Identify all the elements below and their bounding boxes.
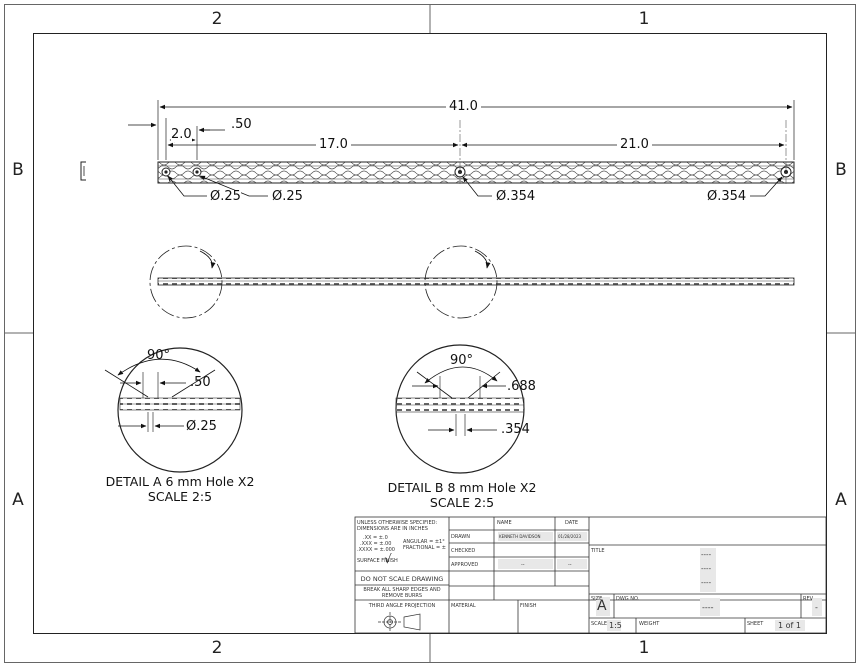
- tb-break-edges-1: BREAK ALL SHARP EDGES AND: [363, 587, 441, 593]
- zone-label-bottom-1: 1: [638, 638, 650, 658]
- tb-approved-name: --: [521, 562, 525, 568]
- tb-angular: ANGULAR = ±1°: [403, 539, 445, 545]
- tb-tol-3: .XXXX = ±.000: [357, 547, 395, 553]
- detail-a-angle: 90°: [147, 348, 171, 363]
- projection-symbol: [378, 612, 421, 632]
- zone-label-top-1: 1: [638, 9, 650, 29]
- detail-b-diameter: .354: [501, 422, 530, 437]
- tb-tol-1: .XX = ±.0: [363, 535, 388, 541]
- detail-a-caption: DETAIL A 6 mm Hole X2 SCALE 2:5: [90, 474, 270, 504]
- dim-overall-length: 41.0: [446, 100, 481, 114]
- tb-rev-label: REV: [803, 596, 814, 602]
- tb-approved-date: --: [568, 562, 572, 568]
- dim-end-offset: .50: [231, 117, 252, 132]
- detail-b-caption-scale: SCALE 2:5: [429, 495, 495, 510]
- detail-b-depth: .688: [507, 379, 536, 394]
- tb-weight-label: WEIGHT: [639, 621, 660, 627]
- inner-border: [33, 33, 827, 634]
- tb-scale-value: 1:5: [609, 621, 622, 630]
- detail-b-view: [395, 344, 525, 474]
- tb-hdr-date: DATE: [565, 520, 579, 526]
- tb-tol-2: .XXX = ±.00: [360, 541, 392, 547]
- tb-third-angle: THIRD ANGLE PROJECTION: [368, 603, 436, 609]
- tb-finish-mark: √: [384, 552, 392, 566]
- tb-title-line3: ----: [701, 579, 712, 587]
- title-block-value-fields: [498, 532, 822, 631]
- tb-approved: APPROVED: [451, 562, 479, 568]
- zone-label-left-b: B: [12, 160, 24, 180]
- tb-unless-note-2: DIMENSIONS ARE IN INCHES: [357, 526, 428, 532]
- dim-spacing-left: 17.0: [316, 138, 351, 152]
- detail-a-caption-scale: SCALE 2:5: [147, 489, 213, 504]
- tb-checked: CHECKED: [451, 548, 476, 554]
- detail-a-caption-title: DETAIL A 6 mm Hole X2: [105, 474, 255, 489]
- detail-b-caption-title: DETAIL B 8 mm Hole X2: [387, 480, 537, 495]
- zone-label-left-a: A: [12, 490, 24, 510]
- tb-drawn-name: KENNETH DAVIDSON: [499, 534, 541, 539]
- front-view: [149, 245, 795, 319]
- zone-label-bottom-2: 2: [211, 638, 223, 658]
- zone-label-right-a: A: [835, 490, 847, 510]
- dim-hole-a2: Ø.25: [272, 189, 303, 204]
- section-marker: [80, 161, 86, 181]
- tb-title-line2: ----: [701, 565, 712, 573]
- tb-title-label: TITLE: [591, 548, 605, 554]
- tb-drawn: DRAWN: [451, 534, 470, 540]
- tb-break-edges-2: REMOVE BURRS: [381, 593, 423, 599]
- tb-rev-value: -: [815, 603, 818, 612]
- tb-unless-note-1: UNLESS OTHERWISE SPECIFIED:: [357, 520, 438, 526]
- tb-dwg-no-value: ----: [702, 603, 714, 612]
- tb-sheet-label: SHEET: [747, 621, 764, 627]
- tb-finish: FINISH: [520, 603, 537, 609]
- tb-dwg-no-label: DWG NO.: [616, 596, 640, 602]
- tb-size-value: A: [597, 598, 607, 614]
- detail-b-angle: 90°: [450, 353, 474, 368]
- detail-b-caption: DETAIL B 8 mm Hole X2 SCALE 2:5: [372, 480, 552, 510]
- title-block-grid: [354, 516, 827, 634]
- tb-hdr-name: NAME: [497, 520, 512, 526]
- dim-hole-b2: Ø.354: [707, 189, 747, 204]
- tb-fractional: FRACTIONAL = ±: [403, 545, 446, 551]
- zone-label-top-2: 2: [211, 9, 223, 29]
- detail-a-depth: .50: [190, 375, 211, 390]
- tb-title-line1: ----: [701, 551, 712, 559]
- zone-label-right-b: B: [835, 160, 847, 180]
- dim-hole-b1: Ø.354: [496, 189, 536, 204]
- tb-surface-finish: SURFACE FINISH: [357, 558, 398, 564]
- detail-a-diameter: Ø.25: [186, 419, 217, 434]
- tb-do-not-scale: DO NOT SCALE DRAWING: [360, 575, 444, 583]
- tb-sheet-value: 1 of 1: [778, 621, 801, 630]
- outer-border: [4, 4, 856, 663]
- dim-hole-a1: Ø.25: [210, 189, 241, 204]
- dim-first-hole-spacing: 2.0: [171, 127, 192, 142]
- tb-material: MATERIAL: [451, 603, 476, 609]
- detail-a-view: [104, 347, 243, 473]
- tb-size-label: SIZE: [591, 596, 603, 602]
- dim-spacing-right: 21.0: [617, 138, 652, 152]
- tb-scale-label: SCALE: [591, 621, 608, 627]
- tb-drawn-date: 01/28/2023: [558, 534, 582, 539]
- top-view: [157, 120, 795, 186]
- extension-lines: [157, 100, 795, 160]
